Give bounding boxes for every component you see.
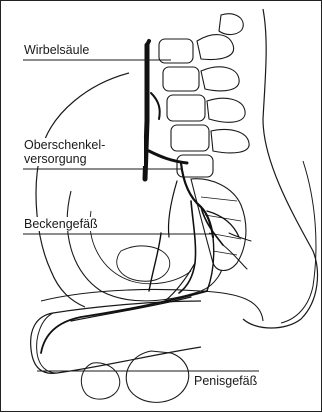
vessel-penile bbox=[41, 291, 207, 353]
label-thigh-supply-line1: Oberschenkel- bbox=[24, 138, 144, 152]
label-thigh-supply-line2: versorgung bbox=[24, 152, 144, 166]
vessel-pelvic-2 bbox=[179, 201, 196, 293]
label-pelvic-vessel: Beckengefäß bbox=[24, 217, 98, 231]
aorta bbox=[145, 45, 147, 179]
label-spine: Wirbelsäule bbox=[24, 43, 89, 57]
label-thigh-supply: Oberschenkel- versorgung bbox=[24, 138, 144, 166]
sacrum bbox=[191, 179, 246, 271]
pelvis-loop bbox=[117, 246, 170, 281]
aorta-top bbox=[147, 41, 149, 45]
vessel-left-branch bbox=[151, 93, 160, 119]
body-outline-back bbox=[243, 9, 317, 328]
buttock-inner-curve bbox=[281, 161, 316, 323]
glans bbox=[37, 313, 57, 373]
vessel-pelvic-6 bbox=[149, 233, 161, 291]
abdomen-outline bbox=[36, 73, 129, 307]
label-penile-vessel: Penisgefäß bbox=[194, 374, 257, 388]
scrotum bbox=[126, 351, 188, 402]
spine-vertebrae bbox=[159, 14, 249, 177]
vessel-pelvic-5 bbox=[168, 181, 177, 237]
pelvis-inner bbox=[90, 211, 191, 284]
